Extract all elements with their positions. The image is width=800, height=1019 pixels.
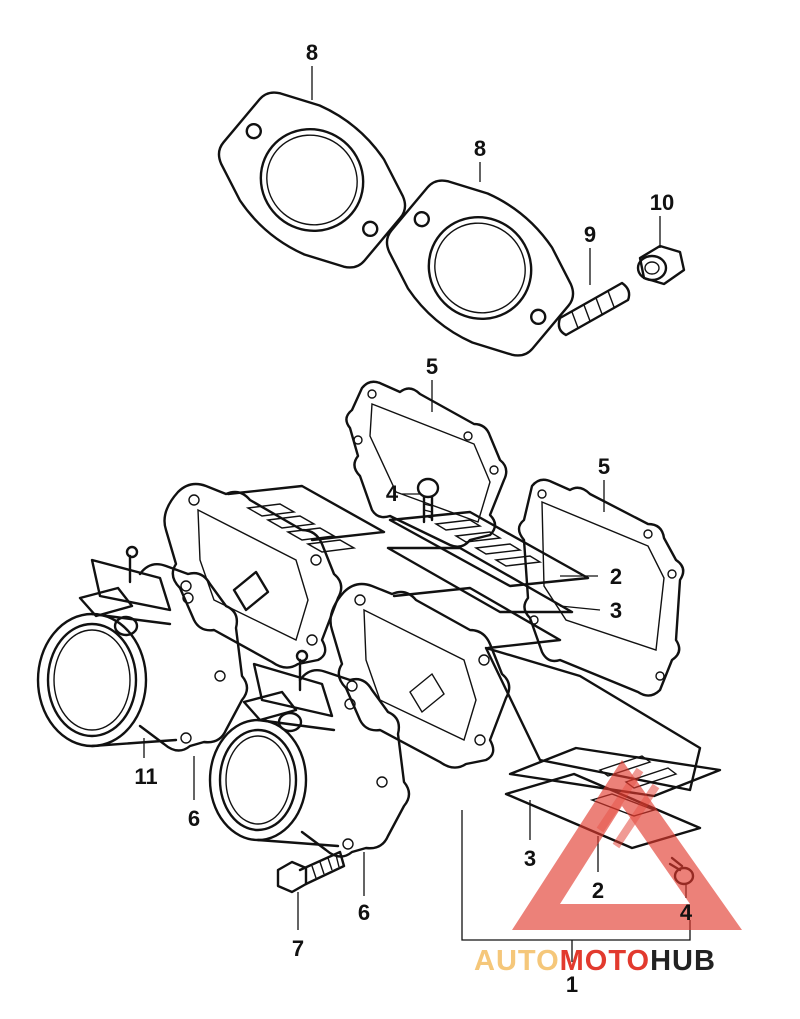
watermark-triangle-icon	[512, 760, 742, 930]
flange-nut	[636, 244, 686, 286]
callout-labels: 8 8 9 10 5 5 4 2 3 11 6 3 2 4 6 7 1	[134, 40, 693, 997]
intake-joint-right	[208, 649, 411, 858]
callout-reed-stopper-upper: 3	[610, 598, 622, 623]
callout-gasket-top-right: 8	[474, 136, 486, 161]
reed-gasket-left	[345, 380, 508, 548]
callout-reed-stopper-lower: 3	[524, 846, 536, 871]
stud-bolt	[557, 281, 631, 337]
callout-reed-petal-upper: 2	[610, 564, 622, 589]
screw-upper	[416, 477, 440, 524]
callout-reed-petal-lower: 2	[592, 878, 604, 903]
callout-assembly: 1	[566, 972, 578, 997]
callout-reed-gasket-right: 5	[598, 454, 610, 479]
callout-joint-left: 6	[188, 806, 200, 831]
callout-reed-gasket-left: 5	[426, 354, 438, 379]
callout-bolt: 7	[292, 936, 304, 961]
callout-screw-upper: 4	[386, 481, 399, 506]
callout-clamp: 11	[134, 764, 157, 789]
intake-joint-left	[36, 545, 249, 752]
reed-valve-body-left	[163, 482, 386, 669]
reed-valve-body-right	[329, 582, 702, 792]
callout-screw-lower: 4	[680, 900, 693, 925]
automotohub-watermark	[512, 760, 742, 930]
callout-joint-right: 6	[358, 900, 370, 925]
callout-stud: 9	[584, 222, 596, 247]
flange-gasket-right	[385, 179, 575, 357]
hex-bolt	[276, 850, 346, 894]
callout-nut: 10	[650, 190, 674, 215]
watermark-text-auto: AUTO	[474, 945, 560, 977]
leader-lines	[143, 66, 691, 962]
watermark-text: AUTOMOTOHUB	[474, 945, 716, 977]
callout-gasket-top-left: 8	[306, 40, 318, 65]
watermark-text-moto: MOTO	[560, 945, 650, 977]
reed-gasket-right	[517, 478, 685, 697]
reed-stopper-upper	[386, 546, 574, 614]
flange-gasket-left	[217, 91, 407, 269]
reed-petal-upper	[388, 510, 590, 588]
watermark-text-hub: HUB	[650, 945, 716, 977]
